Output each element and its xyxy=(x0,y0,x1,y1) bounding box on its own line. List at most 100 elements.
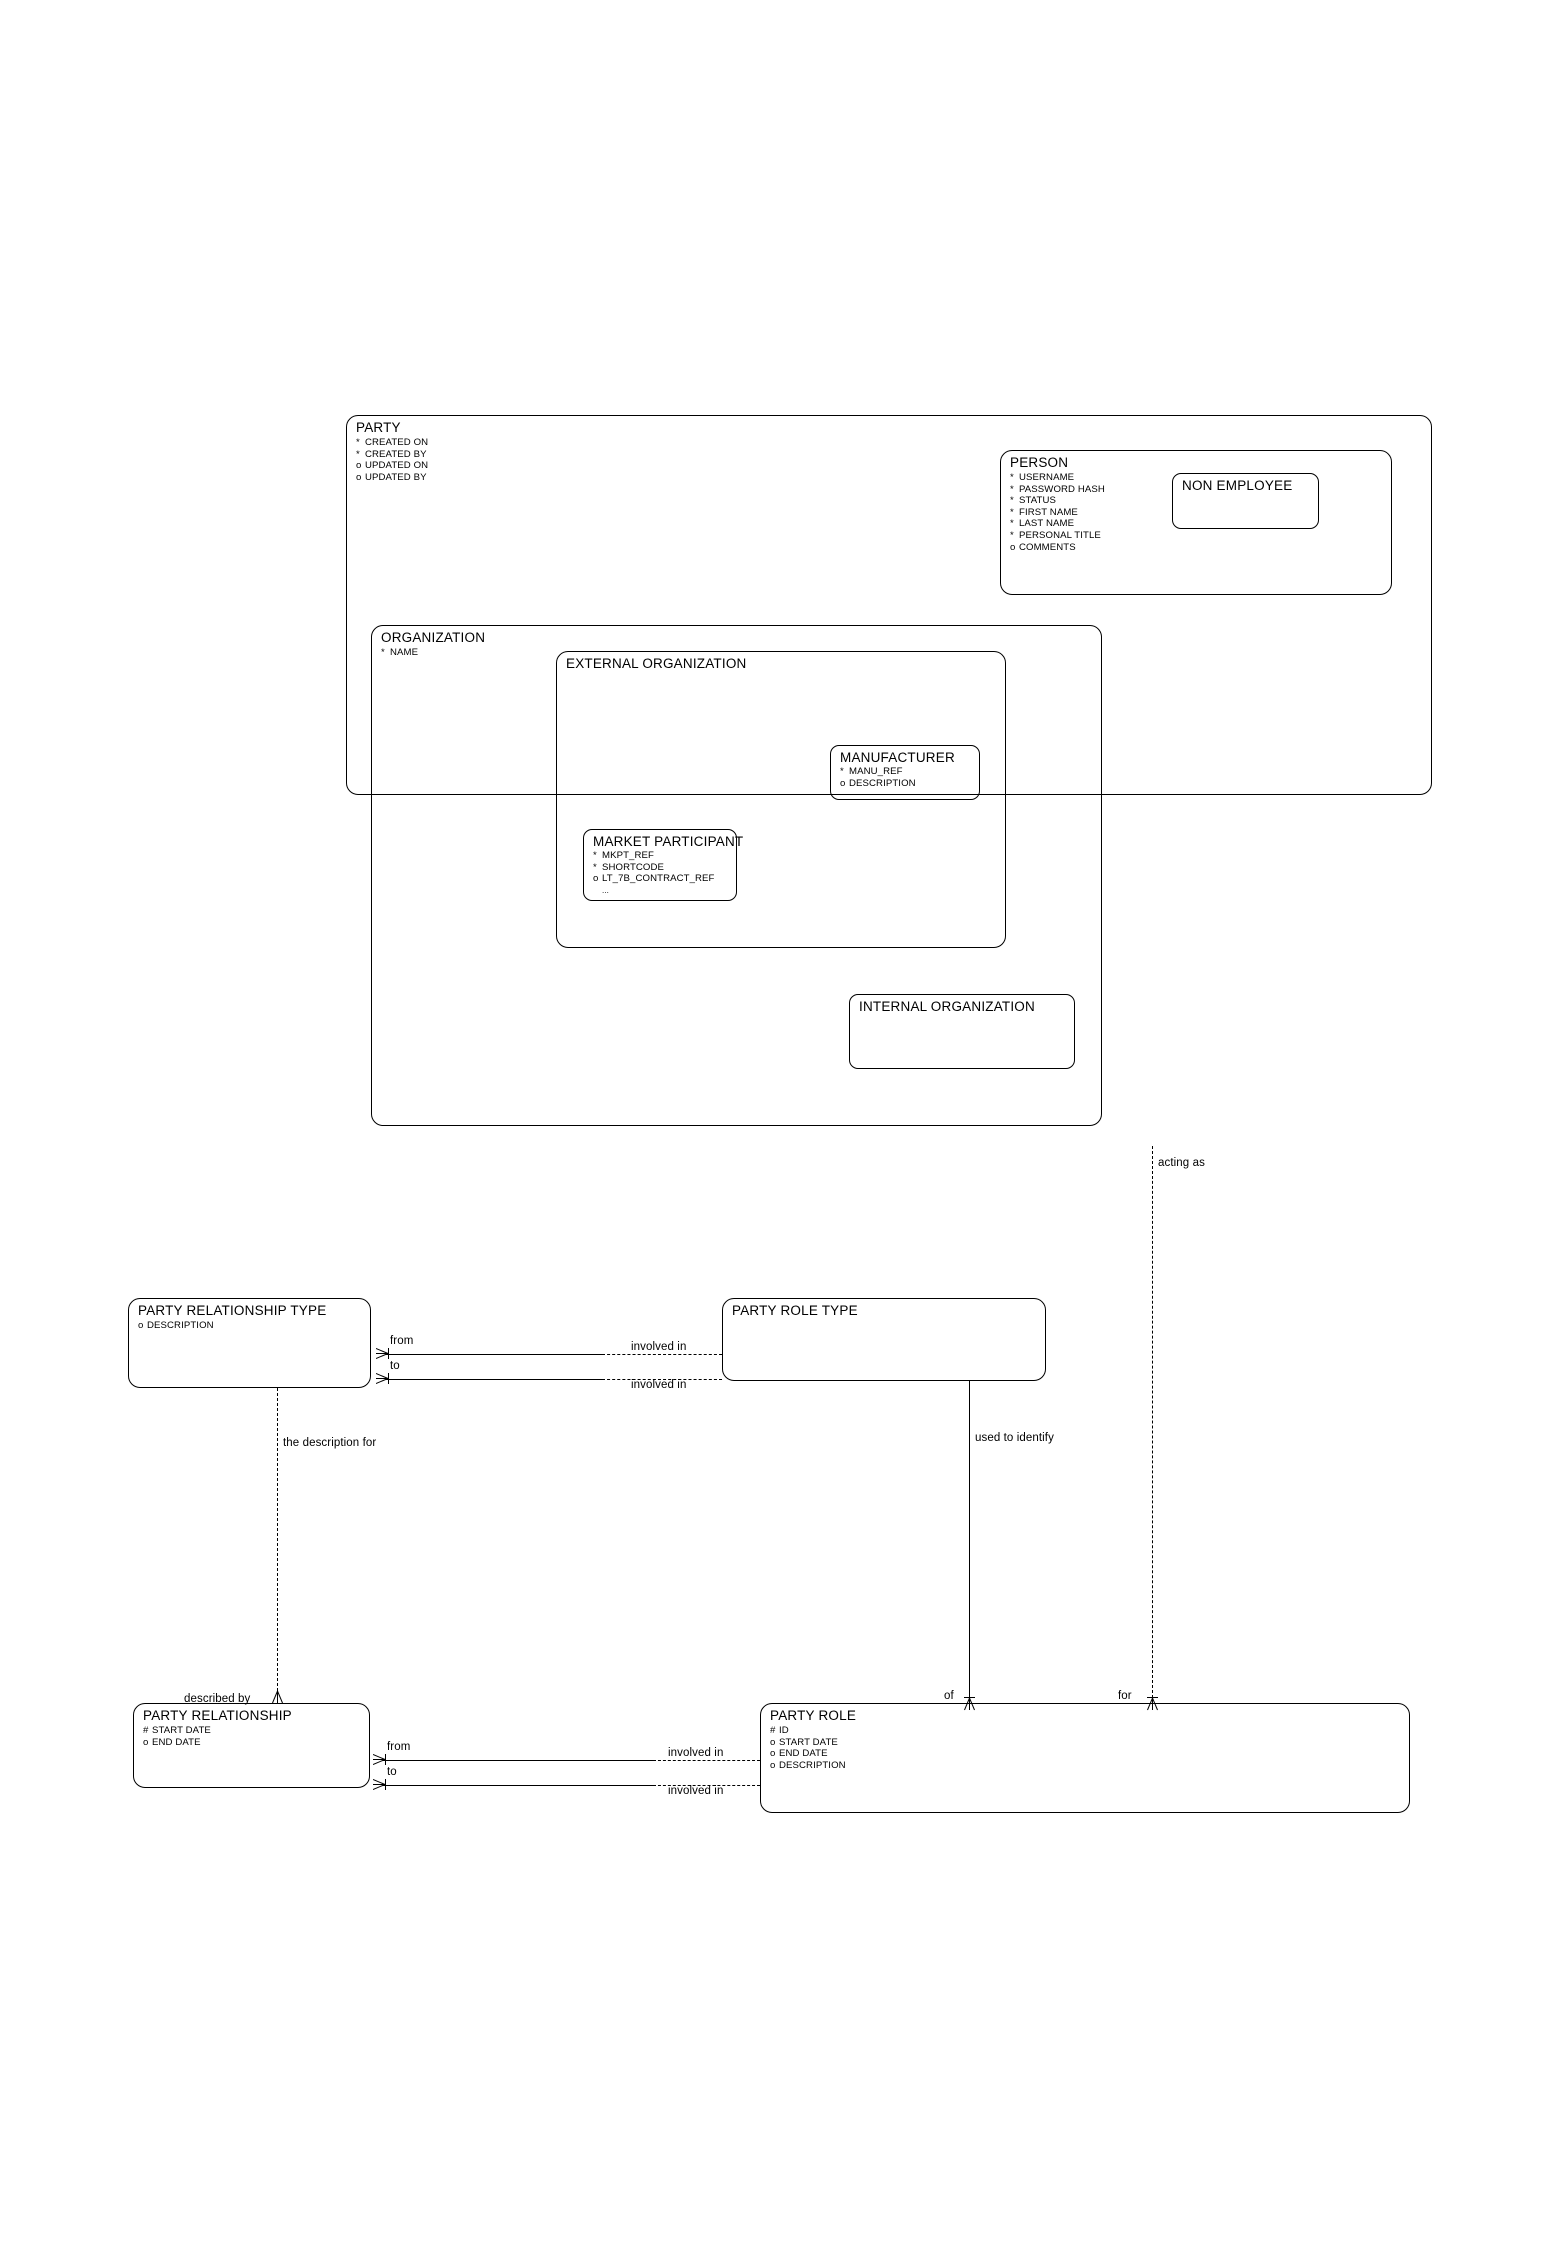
attribute-name: CREATED BY xyxy=(365,448,427,460)
attribute-name: PERSONAL TITLE xyxy=(1019,529,1101,541)
attribute-name: START DATE xyxy=(152,1725,211,1736)
attribute-marker: * xyxy=(1010,472,1014,483)
attribute-marker: # xyxy=(770,1725,776,1736)
entity-title: PARTY RELATIONSHIP xyxy=(143,1708,292,1723)
relationship-label-involved-in-lower-1: involved in xyxy=(668,1747,724,1759)
attribute-name: FIRST NAME xyxy=(1019,506,1078,518)
entity-title: PERSON xyxy=(1010,455,1069,470)
entity-organization[interactable]: ORGANIZATION * NAME xyxy=(371,625,1102,1126)
attribute-marker: * xyxy=(840,766,844,777)
attribute-name: UPDATED ON xyxy=(365,460,429,472)
crows-foot-icon xyxy=(376,1348,389,1361)
one-tick-icon xyxy=(1147,1697,1158,1698)
attribute-name: ID xyxy=(779,1725,789,1736)
attribute-name: CREATED ON xyxy=(365,437,429,448)
crows-foot-icon xyxy=(376,1373,389,1386)
attribute-name: MKPT_REF xyxy=(602,850,654,861)
attribute-name: PASSWORD HASH xyxy=(1019,483,1105,495)
entity-title: PARTY RELATIONSHIP TYPE xyxy=(138,1303,327,1318)
attribute-marker: o xyxy=(356,471,362,483)
attribute-marker: * xyxy=(1010,495,1014,507)
entity-title: MANUFACTURER xyxy=(840,750,955,765)
attribute-row: * MKPT_REF xyxy=(593,850,715,862)
attribute-marker: o xyxy=(840,777,846,789)
attribute-name: UPDATED BY xyxy=(365,471,427,483)
entity-title: INTERNAL ORGANIZATION xyxy=(859,999,1035,1014)
attribute-row: *MANU_REF xyxy=(840,766,916,778)
relationship-line-used-to-identify xyxy=(969,1381,970,1698)
attribute-row: * NAME xyxy=(381,647,418,659)
crows-foot-icon xyxy=(1147,1698,1158,1711)
attribute-name: STATUS xyxy=(1019,495,1057,507)
entity-non-employee[interactable]: NON EMPLOYEE xyxy=(1172,473,1319,529)
relationship-label-the-description-for: the description for xyxy=(283,1437,377,1449)
attribute-name: COMMENTS xyxy=(1019,541,1076,553)
entity-party-role-type[interactable]: PARTY ROLE TYPE xyxy=(722,1298,1046,1381)
entity-external-organization[interactable]: EXTERNAL ORGANIZATION xyxy=(556,651,1006,948)
entity-person[interactable]: PERSON *USERNAME *PASSWORD HASH *STATUS … xyxy=(1000,450,1392,595)
entity-internal-organization[interactable]: INTERNAL ORGANIZATION xyxy=(849,994,1075,1069)
attribute-row: #ID xyxy=(770,1725,846,1737)
attribute-marker: * xyxy=(1010,518,1014,530)
attribute-row: *SHORTCODE xyxy=(593,862,715,874)
relationship-label-from-upper: from xyxy=(390,1335,414,1347)
attribute-marker: * xyxy=(1010,506,1014,518)
entity-market-participant[interactable]: MARKET PARTICIPANT *MKPT_REF *SHORTCODE … xyxy=(583,829,743,901)
attribute-name: DESCRIPTION xyxy=(147,1320,214,1331)
relationship-label-described-by: described by xyxy=(184,1693,251,1705)
attribute-name: DESCRIPTION xyxy=(849,777,916,789)
attribute-name: USERNAME xyxy=(1019,472,1075,483)
attribute-name: END DATE xyxy=(779,1748,828,1760)
attribute-marker: * xyxy=(356,448,360,460)
attribute-row: *PASSWORD HASH xyxy=(1010,484,1105,496)
attribute-marker: * xyxy=(593,850,597,861)
attribute-name: NAME xyxy=(390,647,419,658)
attribute-name: START DATE xyxy=(779,1736,838,1748)
relationship-line-from-upper-solid xyxy=(386,1354,602,1355)
entity-title: ORGANIZATION xyxy=(381,630,486,645)
attribute-name: DESCRIPTION xyxy=(779,1759,846,1771)
attribute-name: ... xyxy=(602,885,609,895)
relationship-line-from-lower-solid xyxy=(383,1760,653,1761)
attribute-list: * NAME xyxy=(381,647,418,659)
attribute-marker: o xyxy=(770,1759,776,1771)
entity-title: EXTERNAL ORGANIZATION xyxy=(566,656,747,671)
attribute-marker: o xyxy=(143,1736,149,1748)
attribute-marker: * xyxy=(381,647,385,658)
relationship-label-involved-in-upper-2: involved in xyxy=(631,1379,687,1391)
attribute-row: ... xyxy=(593,885,715,897)
attribute-name: LAST NAME xyxy=(1019,518,1075,530)
crows-foot-icon xyxy=(964,1698,975,1711)
relationship-line-from-upper-dashed xyxy=(602,1354,722,1355)
attribute-name: END DATE xyxy=(152,1736,201,1748)
relationship-label-for: for xyxy=(1118,1690,1132,1702)
entity-title: PARTY ROLE TYPE xyxy=(732,1303,858,1318)
attribute-marker: # xyxy=(143,1725,149,1736)
relationship-label-acting-as: acting as xyxy=(1158,1157,1205,1169)
attribute-marker: * xyxy=(356,437,360,448)
relationship-line-to-upper-solid xyxy=(386,1379,602,1380)
attribute-row: * USERNAME xyxy=(1010,472,1105,484)
relationship-line-acting-as xyxy=(1152,1146,1153,1698)
relationship-line-to-lower-solid xyxy=(383,1785,653,1786)
relationship-label-of: of xyxy=(944,1690,954,1702)
attribute-row: * FIRST NAME xyxy=(1010,507,1105,519)
relationship-line-from-lower-dashed xyxy=(653,1760,760,1761)
